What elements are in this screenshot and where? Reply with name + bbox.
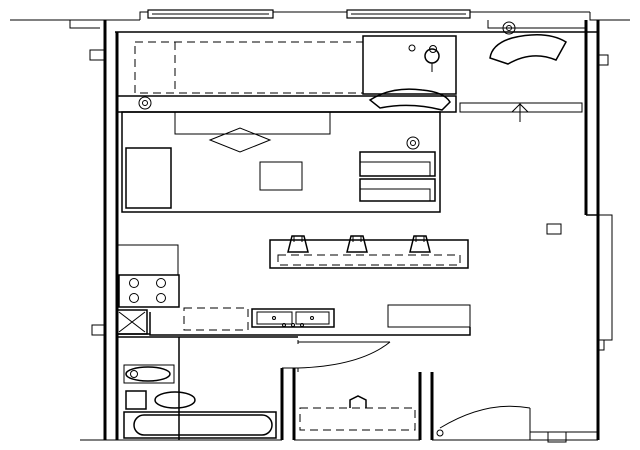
diamond-table	[208, 127, 272, 153]
utility-closet	[116, 309, 148, 335]
top-wall	[10, 11, 630, 33]
refrigerator	[116, 244, 179, 276]
bed	[134, 41, 364, 94]
bedroom-armchair	[489, 21, 568, 65]
sliding-door	[459, 102, 583, 122]
ottoman	[259, 161, 303, 191]
living-lamp	[406, 136, 420, 150]
bathroom-vanity-sink	[123, 364, 175, 384]
bathroom-walls	[117, 336, 434, 440]
entry-threshold	[530, 431, 598, 443]
sofa	[125, 147, 172, 209]
window-top-right	[346, 9, 471, 19]
closet-shelf	[299, 395, 416, 431]
kitchen-counter	[117, 304, 471, 336]
coffee-table	[174, 111, 331, 135]
kitchen-island	[269, 239, 469, 269]
lounge-chair-top	[359, 151, 436, 177]
entry-door	[436, 405, 531, 440]
bathtub	[123, 411, 277, 439]
bedroom-dresser	[362, 35, 457, 95]
cooktop	[118, 274, 180, 308]
living-armchair	[368, 88, 451, 111]
partition-bedroom	[117, 95, 457, 113]
bedroom-lamp	[408, 44, 440, 72]
toilet	[125, 390, 196, 410]
kitchen-sink	[251, 308, 335, 328]
bar-stools	[287, 235, 431, 253]
right-wall	[584, 20, 613, 440]
partition-lamp	[138, 96, 152, 110]
left-wall	[89, 20, 119, 440]
window-top-left	[147, 9, 274, 19]
bathroom-door	[297, 341, 391, 369]
lounge-chair-bottom	[359, 178, 436, 202]
light-switch	[546, 223, 562, 235]
